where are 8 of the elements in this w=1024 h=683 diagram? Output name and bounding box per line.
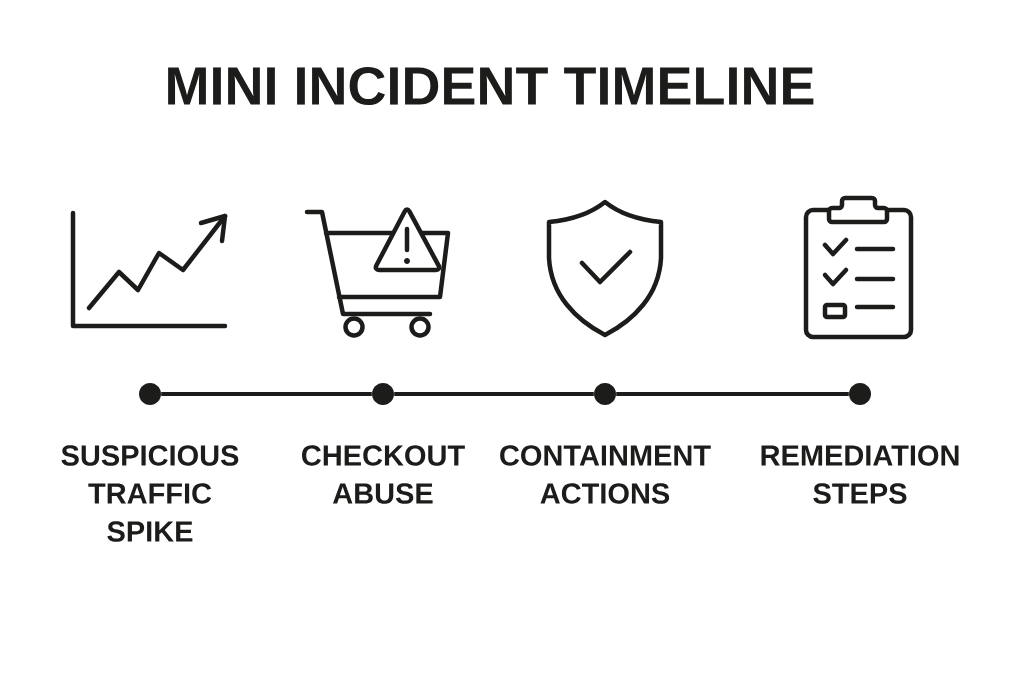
timeline-line [616, 392, 849, 396]
stage-label: REMEDIATION STEPS [761, 445, 959, 504]
timeline-line [161, 392, 372, 396]
timeline-line [394, 392, 594, 396]
stage-label: CHECKOUT ABUSE [302, 445, 465, 504]
stage-label: CONTAINMENT ACTIONS [500, 445, 711, 504]
title: MINI INCIDENT TIMELINE [168, 66, 814, 106]
stage-label: SUSPICIOUS TRAFFIC SPIKE [61, 445, 239, 542]
